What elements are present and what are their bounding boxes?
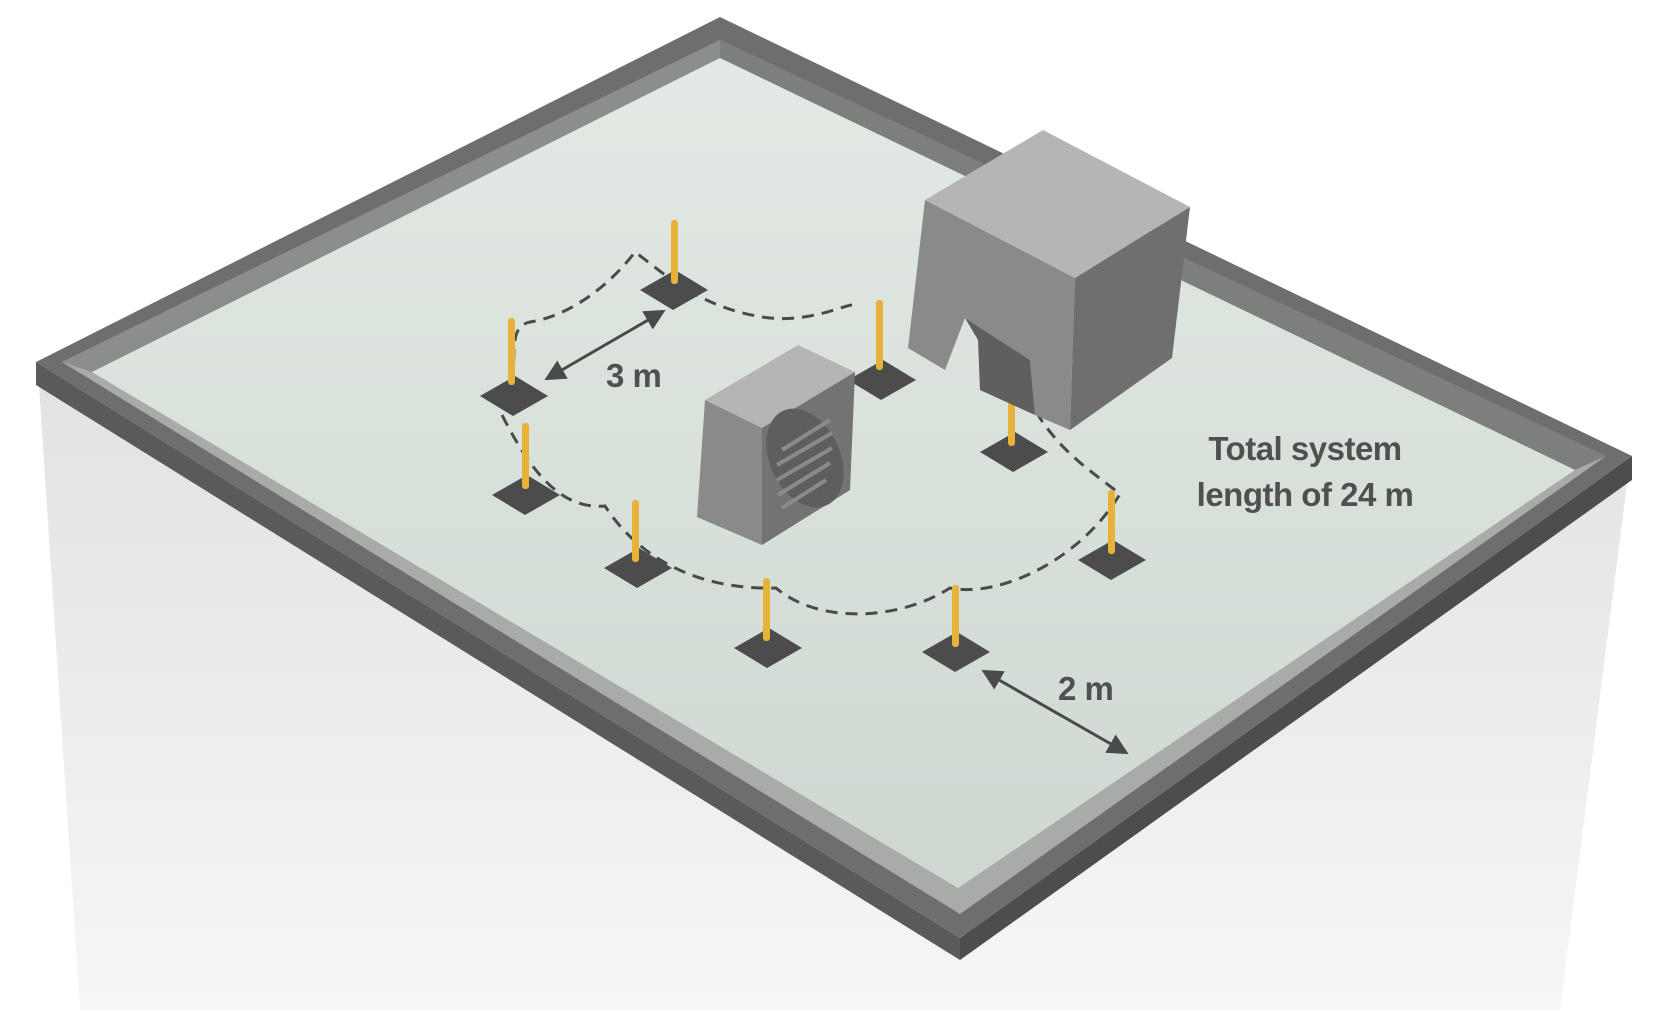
total-length-line2: length of 24 m — [1197, 476, 1414, 513]
anchor-post — [734, 578, 802, 668]
anchor-post — [848, 300, 916, 400]
parapet-inner-wall-back-left — [62, 40, 720, 372]
anchor-post — [604, 500, 672, 588]
anchor-post — [1078, 490, 1146, 580]
anchor-spacing-label: 3 m — [606, 357, 661, 394]
dimension-arrow-anchor-spacing — [544, 309, 666, 381]
anchor-post — [922, 585, 990, 672]
edge-distance-label: 2 m — [1058, 670, 1113, 707]
anchor-post — [492, 423, 560, 515]
parapet-front-left — [36, 362, 960, 960]
parapet-front-right — [960, 456, 1632, 960]
anchor-post — [640, 220, 708, 310]
anchor-post — [480, 318, 548, 416]
dimension-arrow-edge-distance — [981, 669, 1129, 755]
lifeline-cable — [500, 249, 1122, 616]
total-length-line1: Total system — [1208, 430, 1401, 467]
roof-access-structure — [908, 130, 1190, 430]
ac-unit-with-fan-grille — [697, 345, 855, 545]
